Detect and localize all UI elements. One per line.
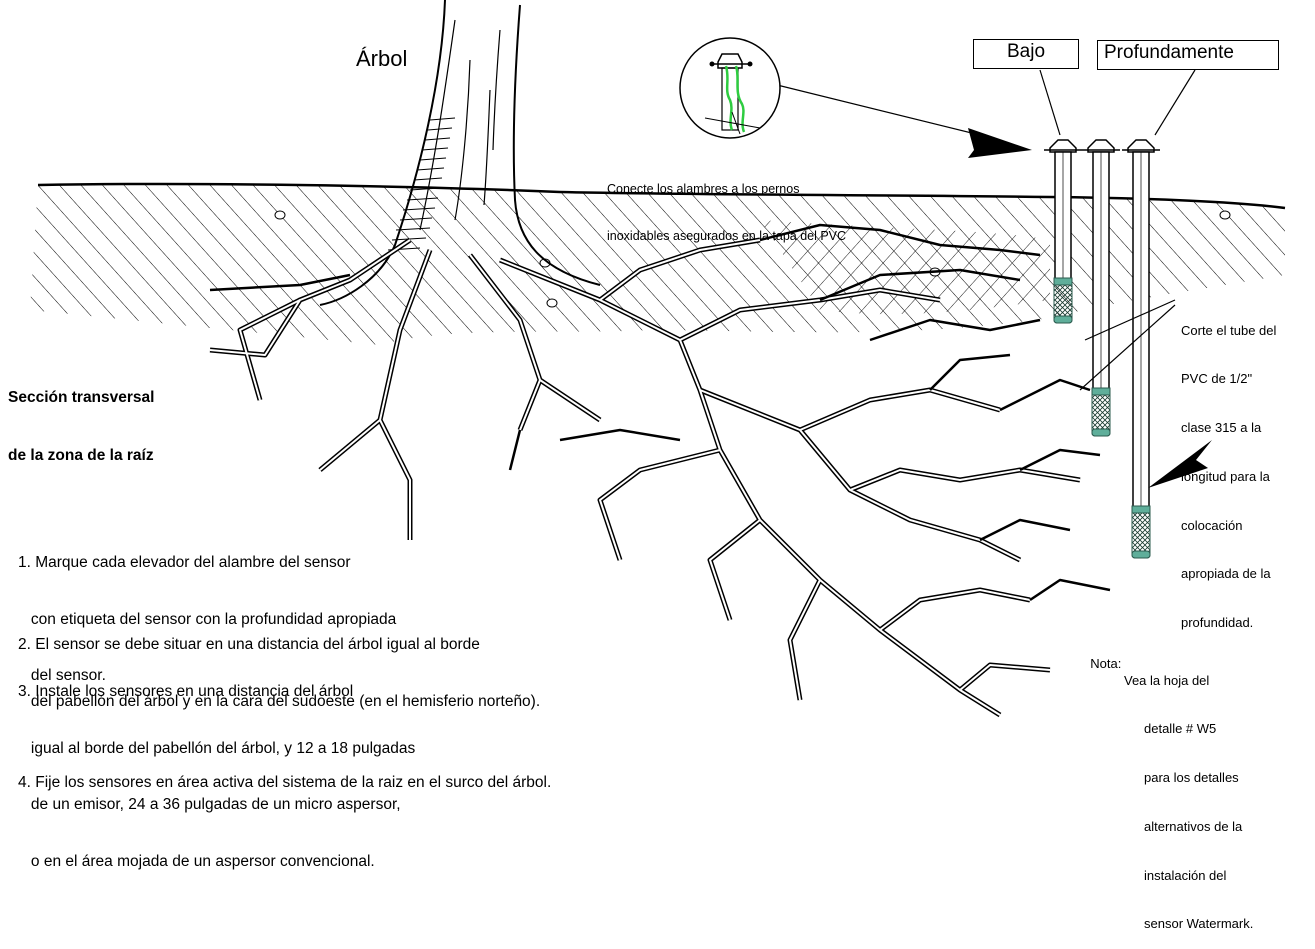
callout-line: Corte el tube del — [1181, 323, 1276, 339]
instruction-line: 3. Instale los sensores en una distancia… — [18, 683, 415, 702]
note-line: detalle # W5 — [1124, 721, 1253, 737]
arrow-to-cap — [968, 128, 1032, 158]
instruction-line: 4. Fije los sensores en área activa del … — [18, 774, 551, 793]
callout-line: longitud para la — [1181, 469, 1276, 485]
section-title-line: de la zona de la raíz — [8, 446, 154, 465]
section-title-line: Sección transversal — [8, 388, 154, 407]
sensor-tubes — [1044, 140, 1160, 558]
instruction-4: 4. Fije los sensores en área activa del … — [18, 736, 551, 812]
cap-detail-magnifier — [680, 38, 780, 138]
callout-line: profundidad. — [1181, 615, 1276, 631]
deep-sensor-label: Profundamente — [1097, 40, 1279, 70]
note-prefix: Nota: — [1090, 656, 1121, 671]
callout-line: colocación — [1181, 518, 1276, 534]
callout-line: apropiada de la — [1181, 566, 1276, 582]
callout-line: clase 315 a la — [1181, 420, 1276, 436]
note-line: para los detalles — [1124, 770, 1253, 786]
note-line: sensor Watermark. — [1124, 916, 1253, 932]
instruction-line: 1. Marque cada elevador del alambre del … — [18, 554, 396, 573]
connect-wires-callout: Conecte los alambres a los pernos inoxid… — [607, 151, 846, 260]
callout-line: PVC de 1/2" — [1181, 371, 1276, 387]
note-line: instalación del — [1124, 868, 1253, 884]
note-line: alternativos de la — [1124, 819, 1253, 835]
deep-label-text: Profundamente — [1104, 42, 1234, 63]
shallow-sensor-label: Bajo — [973, 39, 1079, 69]
shallow-label-text: Bajo — [1007, 41, 1045, 62]
tree-label: Árbol — [356, 46, 407, 71]
note-block: Nota: — [1083, 640, 1121, 673]
callout-line: inoxidables asegurados en la tapa del PV… — [607, 229, 846, 245]
note-line: Vea la hoja del — [1124, 673, 1253, 689]
instruction-line: o en el área mojada de un aspersor conve… — [18, 853, 415, 872]
cut-tube-callout: Corte el tube del PVC de 1/2" clase 315 … — [1181, 290, 1276, 648]
section-title: Sección transversal de la zona de la raí… — [8, 349, 154, 485]
note-text: Vea la hoja del detalle # W5 para los de… — [1124, 640, 1253, 949]
callout-line: Conecte los alambres a los pernos — [607, 182, 846, 198]
